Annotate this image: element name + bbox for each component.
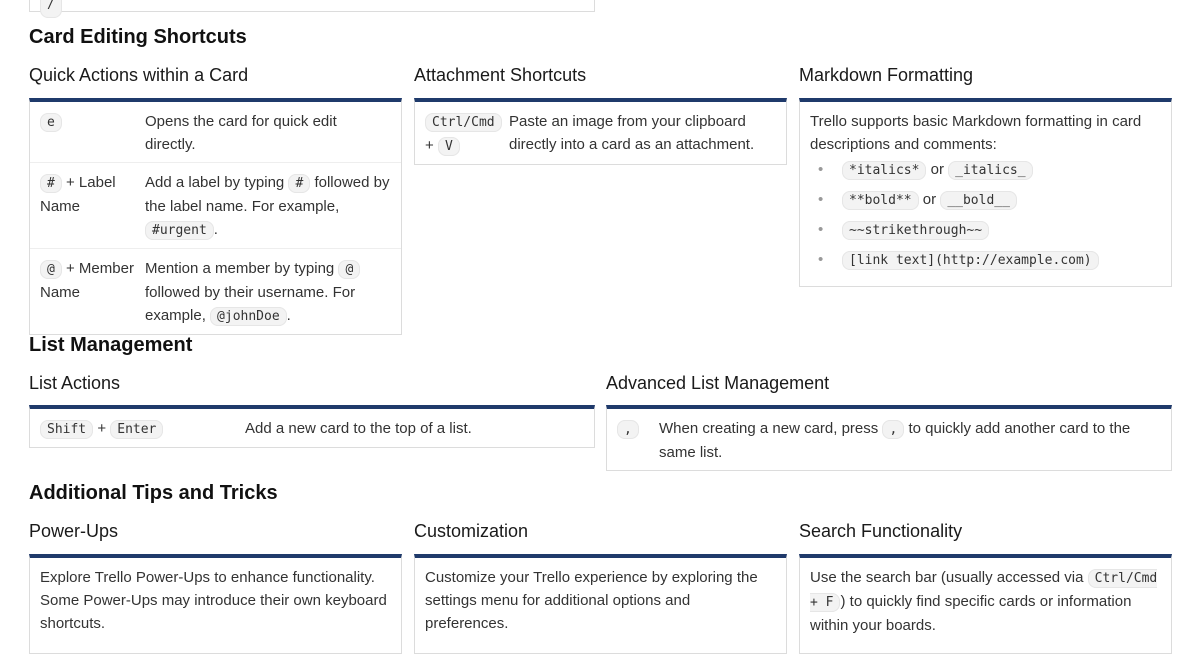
section-title: List Management — [29, 334, 193, 356]
description: Mention a member by typing @ followed by… — [145, 257, 391, 328]
shortcut-key: @ — [40, 260, 62, 279]
table-row: e Opens the card for quick edit directly. — [30, 102, 401, 163]
shortcut-key: / — [40, 0, 62, 18]
key-label: + Member Name — [40, 260, 134, 301]
subsection-title: Advanced List Management — [606, 373, 830, 393]
subsection-title: Customization — [414, 521, 529, 541]
list-item: **bold** or __bold__ — [810, 188, 1161, 212]
list-item: [link text](http://example.com) — [810, 248, 1161, 272]
description: Add a new card to the top of a list. — [245, 420, 472, 437]
list-item: *italics* or _italics_ — [810, 158, 1161, 182]
customization-box: Customize your Trello experience by expl… — [414, 554, 787, 654]
previous-table-end: / — [29, 0, 595, 18]
description: Opens the card for quick edit directly. — [145, 113, 337, 153]
markdown-box: Trello supports basic Markdown formattin… — [799, 98, 1172, 287]
shortcut-key: V — [437, 137, 460, 156]
search-box: Use the search bar (usually accessed via… — [799, 554, 1172, 654]
shortcut-key: Ctrl/Cmd — [425, 113, 502, 132]
subsection-title: Attachment Shortcuts — [414, 65, 587, 85]
subsection-title: List Actions — [29, 373, 121, 393]
description: Trello supports basic Markdown formattin… — [810, 113, 1142, 153]
subsection-title: Search Functionality — [799, 521, 963, 541]
section-title: Additional Tips and Tricks — [29, 482, 278, 504]
subsection-title: Power-Ups — [29, 521, 119, 541]
shortcut-key: , — [617, 420, 639, 439]
description: Use the search bar (usually accessed via… — [810, 569, 1158, 634]
powerups-box: Explore Trello Power-Ups to enhance func… — [29, 554, 402, 654]
description: Paste an image from your clipboard direc… — [509, 113, 755, 153]
table-row: @ + Member Name Mention a member by typin… — [30, 249, 401, 334]
table-row: , When creating a new card, press , to qu… — [607, 409, 1171, 470]
shortcut-key: Shift — [40, 420, 94, 439]
section-title: Card Editing Shortcuts — [29, 26, 247, 48]
quick-actions-table: e Opens the card for quick edit directly.… — [29, 98, 402, 335]
table-row: # + Label Name Add a label by typing # fo… — [30, 163, 401, 249]
markdown-list: *italics* or _italics_ **bold** or __bol… — [810, 158, 1161, 272]
description: When creating a new card, press , to qui… — [659, 420, 1131, 461]
advanced-list-table: , When creating a new card, press , to qu… — [606, 405, 1172, 471]
key-label: + Label Name — [40, 174, 116, 215]
subsection-title: Quick Actions within a Card — [29, 65, 249, 85]
shortcut-key: e — [40, 113, 62, 132]
description: Customize your Trello experience by expl… — [425, 569, 758, 632]
description: Add a label by typing # followed by the … — [145, 174, 390, 240]
shortcut-key: # — [40, 174, 62, 193]
description: Explore Trello Power-Ups to enhance func… — [40, 569, 387, 632]
subsection-title: Markdown Formatting — [799, 65, 974, 85]
shortcut-key: Enter — [110, 420, 164, 439]
list-item: ~~strikethrough~~ — [810, 218, 1161, 242]
